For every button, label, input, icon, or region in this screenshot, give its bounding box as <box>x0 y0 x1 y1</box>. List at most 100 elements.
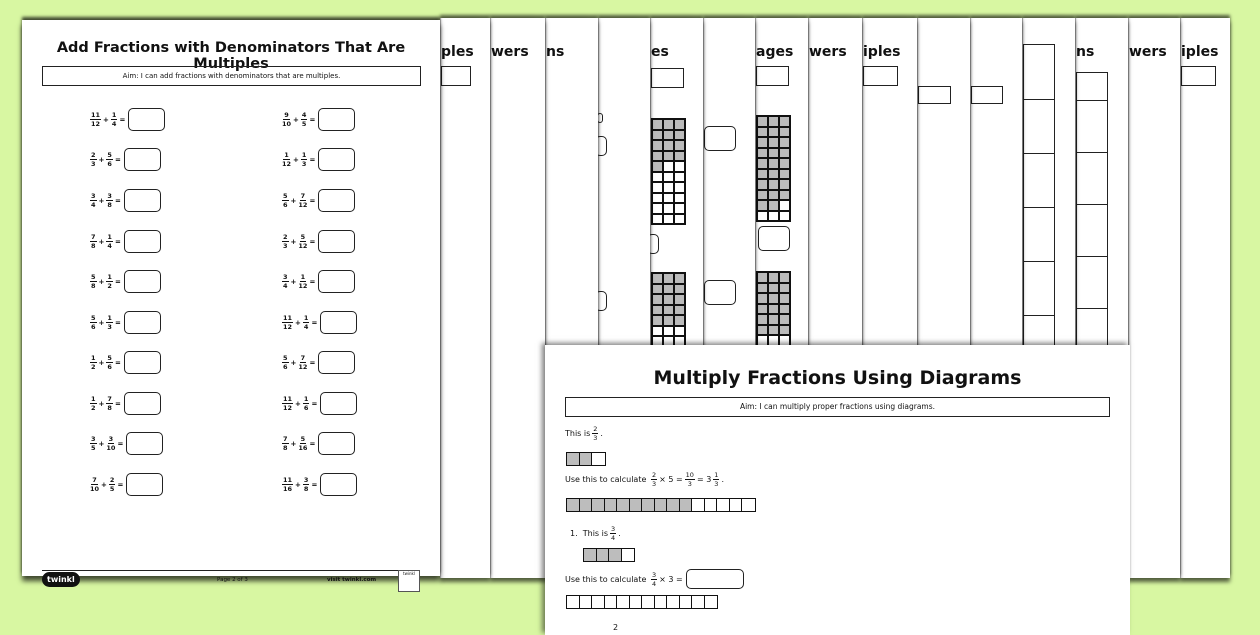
grid-cell <box>757 324 768 335</box>
answer-box[interactable] <box>318 351 356 374</box>
bar-cell <box>567 596 580 608</box>
grid-cell <box>674 192 685 203</box>
answer-box[interactable] <box>318 270 356 293</box>
grid-cell <box>663 325 674 336</box>
answer-box[interactable] <box>318 148 356 171</box>
worksheet-title-fragment: iples <box>863 44 901 60</box>
grid-cell <box>768 147 779 158</box>
grid-cell <box>652 213 663 224</box>
answer-box[interactable] <box>318 230 356 253</box>
grid-cell <box>757 272 768 283</box>
grid-cell <box>768 324 779 335</box>
grid-cell <box>652 119 663 130</box>
worksheet-title-fragment: es <box>651 44 669 60</box>
worksheet-title-fragment: ages <box>756 44 794 60</box>
stacked-worksheet[interactable]: wers <box>1128 18 1180 578</box>
stacked-worksheet[interactable]: iples <box>1180 18 1230 578</box>
grid-cell <box>652 273 663 284</box>
grid-cell <box>652 150 663 161</box>
grid-cell <box>663 171 674 182</box>
worksheet-title-fragment: ples <box>441 44 474 60</box>
grid-cell <box>674 273 685 284</box>
answer-box[interactable] <box>685 569 744 589</box>
aim-box: Aim: I can multiply proper fractions usi… <box>565 397 1110 417</box>
grid-cell <box>779 158 790 169</box>
bar-cell <box>579 499 592 511</box>
stacked-worksheet[interactable]: ples <box>440 18 490 578</box>
grid-cell <box>779 179 790 190</box>
answer-box[interactable] <box>318 432 356 455</box>
grid-cell <box>674 203 685 214</box>
answer-box[interactable] <box>126 432 164 455</box>
bar-cell <box>742 499 755 511</box>
grid-cell <box>757 137 768 148</box>
table-divider <box>1077 152 1107 153</box>
site-link[interactable]: visit twinkl.com <box>327 577 377 583</box>
answer-box[interactable] <box>126 473 164 496</box>
answer-box <box>704 126 736 151</box>
answer-box[interactable] <box>123 270 161 293</box>
grid-cell <box>674 182 685 193</box>
answer-box[interactable] <box>123 189 161 212</box>
answer-box[interactable] <box>123 392 161 415</box>
answer-box[interactable] <box>123 311 161 334</box>
bar-cell <box>642 596 655 608</box>
answer-box[interactable] <box>320 473 358 496</box>
answer-box[interactable] <box>123 351 161 374</box>
stacked-worksheet[interactable]: wers <box>490 18 545 578</box>
grid-cell <box>779 137 790 148</box>
grid-cell <box>768 116 779 127</box>
grid-cell <box>674 129 685 140</box>
answer-box <box>918 86 951 104</box>
table-divider <box>1024 99 1054 100</box>
answer-box[interactable] <box>318 189 356 212</box>
answer-box[interactable] <box>318 108 356 131</box>
grid-cell <box>663 283 674 294</box>
bar-cell <box>609 549 622 561</box>
answer-box[interactable] <box>128 108 166 131</box>
grid-cell <box>757 293 768 304</box>
grid-cell <box>757 189 768 200</box>
grid-cell <box>652 182 663 193</box>
grid-cell <box>779 314 790 325</box>
grid-cell <box>768 272 779 283</box>
bar-cell <box>692 596 705 608</box>
fraction-bar <box>566 452 606 466</box>
question-2-fraction: 2 <box>613 623 619 632</box>
grid-cell <box>757 282 768 293</box>
grid-cell <box>652 283 663 294</box>
grid-cell <box>663 140 674 151</box>
grid-cell <box>779 293 790 304</box>
answer-box[interactable] <box>123 230 161 253</box>
answer-box[interactable] <box>123 148 161 171</box>
bar-cell <box>567 453 580 465</box>
twinkl-logo: twinkl <box>42 572 80 587</box>
grid-cell <box>652 203 663 214</box>
grid-cell <box>768 126 779 137</box>
grid-cell <box>757 210 768 221</box>
grid-cell <box>757 168 768 179</box>
aim-box: Aim: I can add fractions with denominato… <box>42 66 421 86</box>
answer-box[interactable] <box>320 311 358 334</box>
grid-cell <box>663 213 674 224</box>
bar-cell <box>729 499 742 511</box>
answer-box[interactable] <box>320 392 358 415</box>
